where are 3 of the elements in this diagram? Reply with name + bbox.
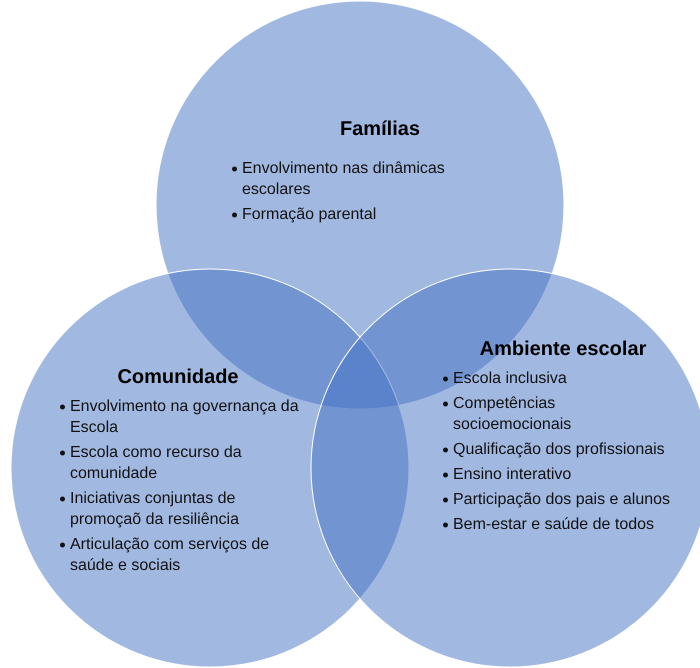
circle-heading: Ambiente escolar <box>478 338 648 361</box>
circle-heading: Comunidade <box>116 366 240 389</box>
circle-heading: Famílias <box>338 118 422 141</box>
